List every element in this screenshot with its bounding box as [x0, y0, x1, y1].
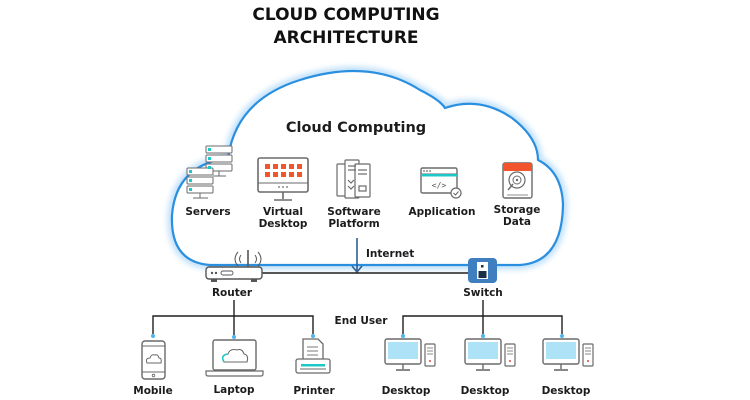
desktop-computer-icon [464, 338, 516, 371]
connection-dot [401, 334, 405, 338]
device-label-desktop-2: Desktop [461, 385, 510, 397]
connection-dot [481, 334, 485, 338]
application-window-icon: </> [420, 167, 462, 199]
connection-dot [151, 334, 155, 338]
router-branch-lines [152, 300, 314, 338]
switch-branch-lines [402, 300, 563, 334]
desktop-computer-icon [542, 338, 594, 371]
cloud-label: Cloud Computing [286, 120, 426, 136]
service-label-servers: Servers [185, 206, 230, 218]
service-label-software-line2: Platform [328, 218, 379, 230]
service-label-storage-line1: Storage [494, 204, 541, 216]
service-label-virtual-line1: Virtual [263, 206, 303, 218]
diagram-title-line1: CLOUD COMPUTING [252, 5, 439, 25]
service-label-software-line1: Software [327, 206, 380, 218]
software-platform-icon [336, 159, 371, 199]
router-label: Router [212, 287, 253, 299]
switch-label: Switch [463, 287, 503, 299]
connection-dot [232, 335, 236, 339]
device-label-desktop-1: Desktop [382, 385, 431, 397]
server-rack-icon [186, 145, 233, 199]
device-label-mobile: Mobile [133, 385, 173, 397]
internet-label: Internet [366, 248, 414, 260]
mobile-phone-icon [141, 340, 166, 380]
connection-dots [151, 334, 564, 339]
device-label-laptop: Laptop [213, 384, 255, 396]
service-label-storage-line2: Data [503, 216, 531, 228]
router-icon [205, 250, 263, 282]
service-label-application: Application [409, 206, 476, 218]
internet-arrow [351, 238, 363, 274]
virtual-desktop-icon [257, 157, 309, 201]
device-label-desktop-3: Desktop [542, 385, 591, 397]
service-label-virtual-line2: Desktop [259, 218, 308, 230]
hard-drive-icon [502, 162, 533, 199]
end-user-label: End User [335, 315, 389, 327]
laptop-icon [205, 339, 264, 377]
diagram-title-line2: ARCHITECTURE [273, 28, 418, 48]
connection-dot [311, 334, 315, 338]
svg-text:</>: </> [432, 181, 447, 190]
switch-icon [468, 258, 497, 283]
printer-icon [295, 338, 331, 374]
desktop-computer-icon [384, 338, 436, 371]
device-label-printer: Printer [293, 385, 335, 397]
server-led-icons [189, 148, 211, 191]
connection-dot [560, 334, 564, 338]
